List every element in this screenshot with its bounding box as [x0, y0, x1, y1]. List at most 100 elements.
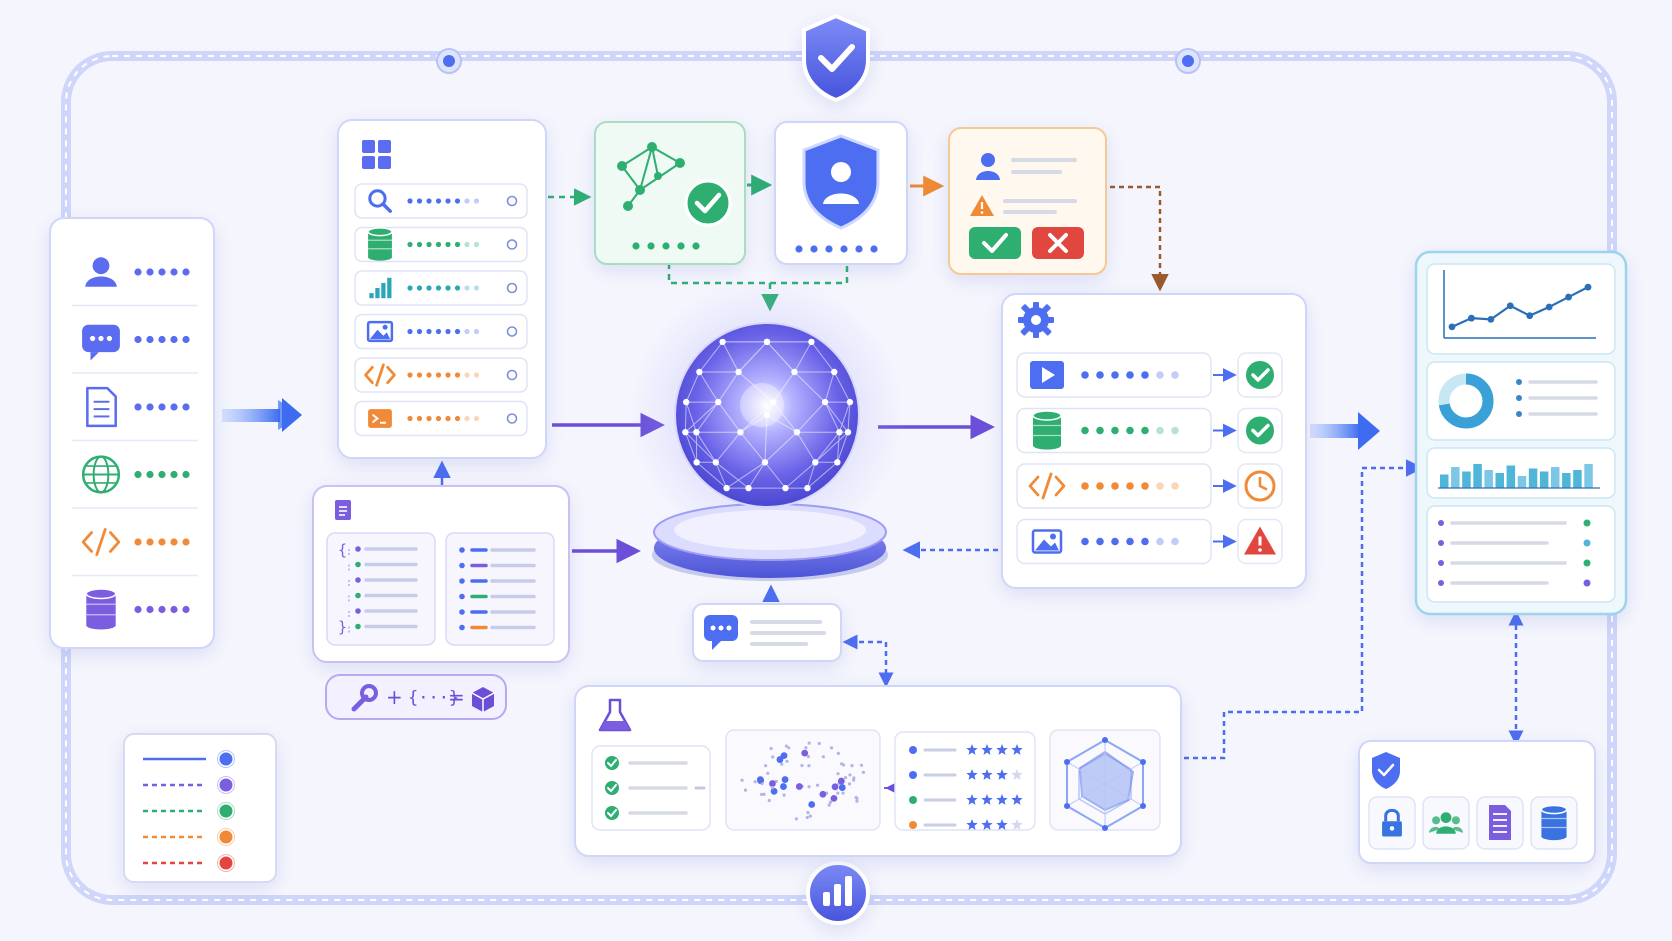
- schema-field-dot: [459, 609, 465, 615]
- chat-bubble-icon: [704, 615, 738, 650]
- schema-field-dot: [459, 562, 465, 569]
- security-tile[interactable]: [1476, 796, 1524, 850]
- document-icon: [1489, 805, 1511, 840]
- indicator-dot: [464, 241, 470, 248]
- schema-code-card: [326, 532, 436, 646]
- input-source-item[interactable]: [72, 304, 198, 361]
- indicator-dot: [445, 415, 451, 422]
- indicator-dot: [182, 403, 190, 411]
- indicator-dot: [473, 372, 480, 378]
- scatter-point: [787, 746, 791, 750]
- flow-arrow: [1310, 424, 1360, 438]
- tool-row[interactable]: [354, 357, 528, 393]
- formula-plus: +: [386, 685, 403, 709]
- indicator-dot: [134, 268, 142, 276]
- input-source-item[interactable]: [72, 507, 198, 556]
- legend: [123, 733, 277, 883]
- indicator-dot: [170, 335, 178, 344]
- indicator-dot: [158, 268, 166, 276]
- tool-toggle[interactable]: [506, 326, 518, 337]
- input-source-item[interactable]: [72, 574, 198, 630]
- tool-row[interactable]: [354, 270, 528, 306]
- input-source-item[interactable]: [85, 257, 190, 287]
- network-node: [682, 429, 689, 436]
- database-icon: [1032, 410, 1062, 450]
- security-tile[interactable]: [1530, 796, 1578, 850]
- tool-toggle[interactable]: [506, 413, 518, 424]
- play-icon: [1030, 361, 1064, 389]
- schema-field-dot: [355, 608, 361, 614]
- star-filled-icon: [981, 819, 993, 830]
- tool-toggle[interactable]: [506, 239, 518, 250]
- scatter-point: [830, 794, 838, 802]
- formula-braces: {···}: [408, 688, 459, 708]
- network-node: [719, 338, 726, 346]
- scatter-point: [836, 751, 840, 756]
- network-node: [712, 459, 719, 466]
- execution-step-row[interactable]: [1016, 463, 1283, 509]
- line-point: [1448, 323, 1456, 331]
- tool-row[interactable]: [354, 183, 528, 219]
- indicator-dot: [1156, 537, 1164, 546]
- indicator-dot: [1111, 371, 1119, 379]
- indicator-dot: [1096, 482, 1104, 490]
- network-node: [683, 398, 690, 406]
- indicator-dot: [445, 198, 451, 204]
- schema-field-dot: [355, 623, 361, 630]
- network-node: [808, 338, 815, 346]
- schema-list-card: [445, 532, 555, 646]
- schema-field-dot: [355, 577, 361, 583]
- scatter-point: [776, 756, 784, 763]
- tool-toggle[interactable]: [506, 282, 518, 294]
- scatter-point: [801, 749, 809, 757]
- scatter-point: [784, 744, 788, 748]
- scatter-point: [769, 746, 773, 751]
- star-filled-icon: [996, 794, 1008, 805]
- indicator-dot: [158, 335, 166, 344]
- chat-feedback-card: [692, 603, 842, 662]
- indicator-dot: [855, 245, 863, 253]
- security-tile[interactable]: [1422, 796, 1470, 850]
- tool-toggle[interactable]: [506, 195, 518, 207]
- indicator-dot: [473, 241, 480, 248]
- scatter-point: [743, 788, 748, 792]
- user-shield-icon: [802, 134, 880, 230]
- scatter-point: [859, 763, 864, 767]
- warning-icon: [1244, 526, 1276, 555]
- approve-button[interactable]: [969, 227, 1021, 259]
- tool-row[interactable]: [354, 400, 528, 437]
- input-source-item[interactable]: [72, 372, 198, 428]
- scatter-point: [843, 775, 848, 780]
- indicator-dot: [170, 605, 178, 614]
- tool-row[interactable]: [354, 313, 528, 350]
- rating-row: [909, 769, 1023, 780]
- user-icon: [85, 257, 117, 287]
- indicator-dot: [158, 538, 166, 546]
- database-icon: [1540, 804, 1568, 841]
- status-dot: [1583, 559, 1591, 567]
- connectors: [222, 174, 1524, 760]
- analytics-list-card: [1426, 505, 1616, 603]
- tool-row[interactable]: [354, 226, 528, 263]
- execution-step-row[interactable]: [1016, 352, 1283, 398]
- execution-step-row[interactable]: [1016, 407, 1283, 454]
- tool-toggle[interactable]: [506, 369, 518, 381]
- bar-mark: [1440, 474, 1449, 488]
- scatter-point: [836, 791, 840, 795]
- scatter-point: [861, 770, 866, 774]
- execution-step-row[interactable]: [1016, 518, 1283, 565]
- scatter-point: [794, 817, 799, 821]
- input-source-item[interactable]: [72, 439, 198, 494]
- indicator-dot: [454, 241, 461, 248]
- chat-bubble-icon: [82, 324, 120, 361]
- security-tile[interactable]: [1368, 796, 1416, 850]
- indicator-dot: [426, 241, 432, 248]
- indicator-dot: [1096, 426, 1104, 435]
- bar-mark: [1584, 464, 1593, 488]
- reject-button[interactable]: [1032, 227, 1084, 259]
- indicator-dot: [407, 198, 413, 204]
- bar-mark: [1495, 473, 1504, 488]
- tools-panel: [337, 119, 547, 459]
- scatter-point: [764, 764, 768, 768]
- schema-field-dot: [355, 592, 361, 599]
